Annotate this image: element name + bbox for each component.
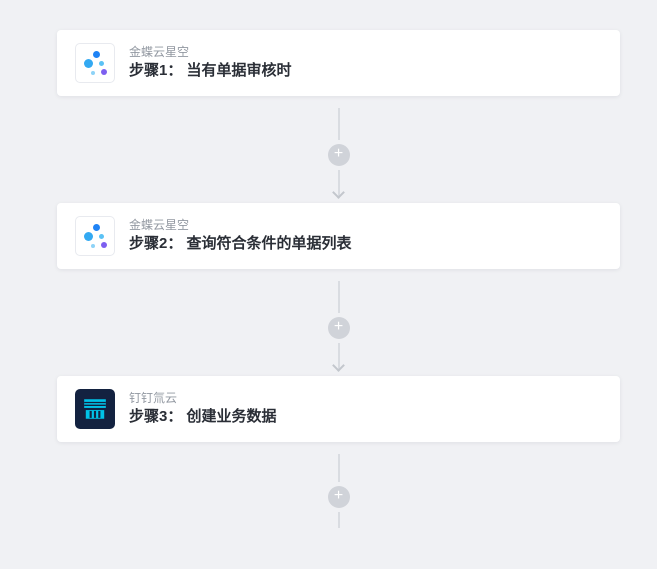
step-vendor-label: 金蝶云星空 [129, 44, 190, 59]
logo-dot [84, 232, 93, 241]
add-step-button[interactable]: + [327, 144, 350, 166]
kingdee-galaxy-icon [75, 216, 115, 256]
logo-dot [101, 242, 107, 248]
add-step-button[interactable]: + [327, 486, 350, 508]
logo-dot [93, 51, 100, 58]
step-title: 步骤3： 创建业务数据 [129, 408, 277, 426]
kingdee-galaxy-icon [75, 43, 115, 83]
step-text-block: 金蝶云星空 步骤2： 查询符合条件的单据列表 [129, 218, 352, 254]
step-title: 步骤1： 当有单据审核时 [129, 62, 292, 80]
arrow-down-icon [332, 186, 345, 199]
logo-dot [99, 234, 104, 239]
step-vendor-label: 钉钉氚云 [129, 390, 178, 405]
bank-building-icon [84, 399, 106, 419]
step-text-block: 钉钉氚云 步骤3： 创建业务数据 [129, 391, 277, 427]
connector-line [337, 454, 340, 482]
h3yun-icon [75, 389, 115, 429]
logo-dot [91, 244, 95, 248]
logo-dot [91, 71, 95, 75]
logo-dot [84, 59, 93, 68]
arrow-down-icon [332, 359, 345, 372]
step-card-1[interactable]: 金蝶云星空 步骤1： 当有单据审核时 [57, 30, 620, 96]
step-text-block: 金蝶云星空 步骤1： 当有单据审核时 [129, 45, 292, 81]
logo-dot [101, 69, 107, 75]
connector-1: + [57, 96, 620, 203]
step-card-2[interactable]: 金蝶云星空 步骤2： 查询符合条件的单据列表 [57, 203, 620, 269]
connector-2: + [57, 269, 620, 376]
connector-line [337, 343, 340, 369]
workflow-column: 金蝶云星空 步骤1： 当有单据审核时 + 金蝶云星空 步骤2： 查询符合条件的单… [57, 30, 620, 534]
connector-line [337, 108, 340, 140]
connector-3: + [57, 442, 620, 534]
step-title: 步骤2： 查询符合条件的单据列表 [129, 235, 352, 253]
connector-line [337, 281, 340, 313]
logo-dot [93, 224, 100, 231]
add-step-button[interactable]: + [327, 317, 350, 339]
step-vendor-label: 金蝶云星空 [129, 217, 190, 232]
logo-dot [99, 61, 104, 66]
step-card-3[interactable]: 钉钉氚云 步骤3： 创建业务数据 [57, 376, 620, 442]
connector-line [337, 170, 340, 196]
connector-line [337, 512, 340, 528]
workflow-canvas: 金蝶云星空 步骤1： 当有单据审核时 + 金蝶云星空 步骤2： 查询符合条件的单… [57, 30, 620, 534]
